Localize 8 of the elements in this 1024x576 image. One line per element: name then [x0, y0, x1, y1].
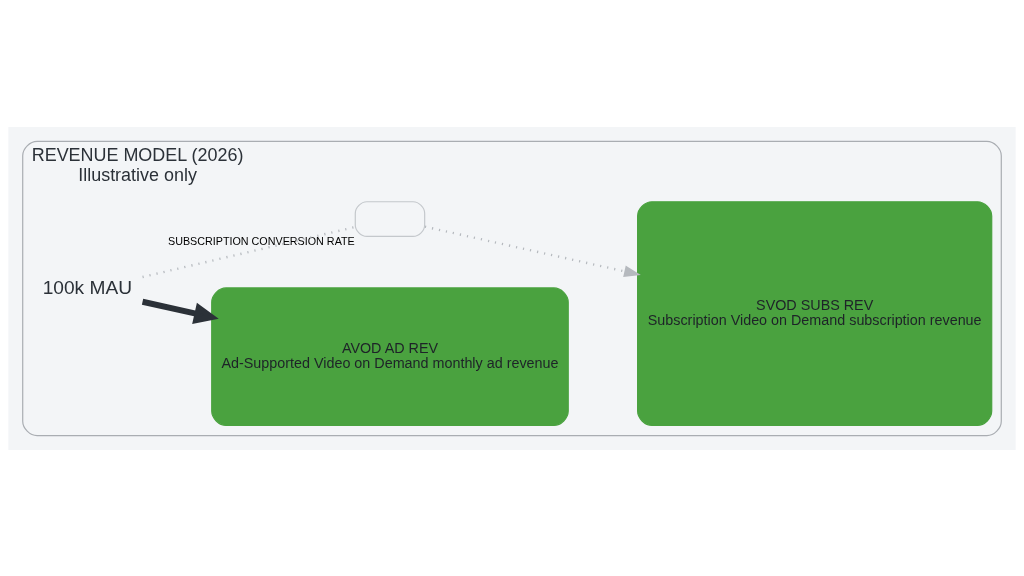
connector	[142, 225, 356, 278]
node-box: SVOD SUBS REV Subscription Video on Demand subscription revenue	[637, 200, 993, 426]
node-label: SUBSCRIPTION CONVERSION RATE	[167, 234, 355, 247]
arrow	[141, 298, 219, 324]
node-box: AVOD AD REV Ad-Supported Video on Demand monthly ad revenue	[211, 286, 569, 426]
node-box	[354, 200, 426, 237]
node-text: 100k MAU	[42, 276, 132, 298]
arrow	[424, 225, 641, 277]
